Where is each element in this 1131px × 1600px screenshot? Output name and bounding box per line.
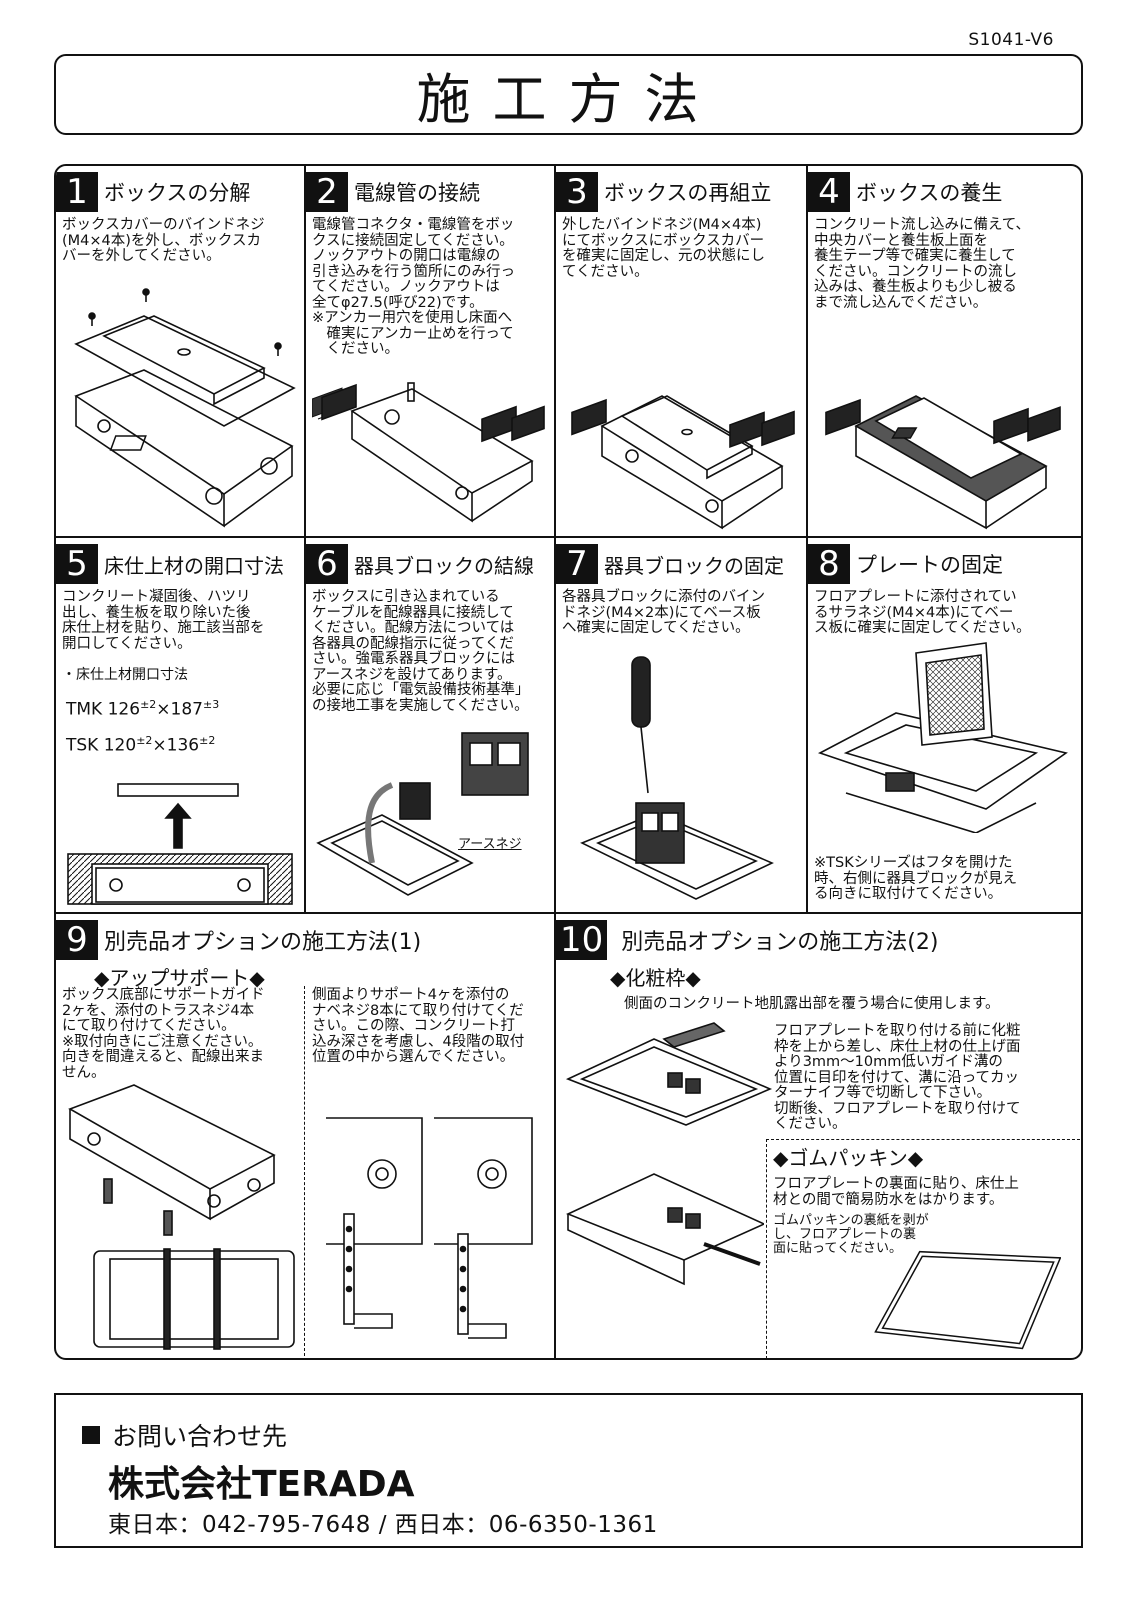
step-title: 器具ブロックの固定: [604, 553, 784, 578]
decorative-frame-illustration: [564, 1019, 774, 1129]
square-bullet-icon: [82, 1426, 100, 1444]
step-number: 9: [56, 920, 98, 960]
step-number: 4: [808, 172, 850, 212]
gasket-note: ゴムパッキンの裏紙を剥が し、フロアプレートの裏 面に貼ってください。: [773, 1213, 929, 1256]
step-text: フロアプレートに添付されてい るサラネジ(M4×4本)にてベー ス板に確実に固定…: [814, 589, 1031, 636]
tsk-note: ※TSKシリーズはフタを開けた 時、右側に器具ブロックが見え る向きに取付けてく…: [814, 855, 1017, 902]
step-number: 2: [306, 172, 348, 212]
step-number: 1: [56, 172, 98, 212]
up-support-text-left: ボックス底部にサポートガイド 2ヶを、添付のトラスネジ4本 にて取り付けてくださ…: [62, 987, 265, 1081]
floor-opening-illustration: [66, 778, 294, 908]
contact-box: お問い合わせ先 株式会社TERADA 東日本：042-795-7648 / 西日…: [54, 1393, 1083, 1548]
step-number: 5: [56, 544, 98, 584]
divider-dashed: [304, 986, 305, 1356]
step-title: 電線管の接続: [354, 181, 480, 205]
plate-fixing-illustration: [816, 633, 1078, 834]
support-guide-illustration: [64, 1079, 300, 1358]
page-title: 施工方法: [416, 68, 721, 131]
gasket-box: ◆ゴムパッキン◆ フロアプレートの裏面に貼り、床仕上 材との間で簡易防水をはかり…: [766, 1139, 1081, 1358]
step-title: プレートの固定: [856, 553, 1003, 577]
step-number: 7: [556, 544, 598, 584]
step-number: 10: [556, 920, 608, 960]
step-title: 器具ブロックの結線: [354, 553, 534, 578]
step-text: ボックスカバーのバインドネジ (M4×4本)を外し、ボックスカ バーを外してくだ…: [62, 217, 265, 264]
wiring-illustration: [312, 723, 550, 908]
box-curing-illustration: [816, 366, 1078, 531]
decorative-frame-intro: 側面のコンクリート地肌露出部を覆う場合に使用します。: [624, 996, 1000, 1012]
phone-numbers: 東日本：042-795-7648 / 西日本：06-6350-1361: [108, 1512, 658, 1538]
step-number: 8: [808, 544, 850, 584]
gasket-title: ◆ゴムパッキン◆: [773, 1146, 924, 1170]
step-text: コンクリート流し込みに備えて、 中央カバーと養生板上面を 養生テープ等で確実に養…: [814, 217, 1031, 311]
step-text: 各器具ブロックに添付のバイン ドネジ(M4×2本)にてベース板 へ確実に固定して…: [562, 589, 765, 636]
step-title: ボックスの分解: [104, 181, 251, 205]
step-title: 床仕上材の開口寸法: [104, 553, 284, 578]
up-support-subtitle: ◆アップサポート◆: [94, 966, 265, 990]
gasket-illustration: [871, 1250, 1062, 1350]
step-title: ボックスの再組立: [604, 181, 772, 205]
step-text: ボックスに引き込まれている ケーブルを配線器具に接続して ください。配線方法につ…: [312, 589, 530, 714]
support-mount-illustration: [322, 1114, 548, 1354]
up-support-text-right: 側面よりサポート4ヶを添付の ナベネジ8本にて取り付けてくだ さい。この際、コン…: [312, 987, 525, 1065]
document-id: S1041-V6: [968, 30, 1054, 50]
step-title: ボックスの養生: [856, 181, 1003, 205]
step-text: 外したバインドネジ(M4×4本) にてボックスにボックスカバー を確実に固定し、…: [562, 217, 765, 280]
decorative-frame-text: フロアプレートを取り付ける前に化粧 枠を上から差し、床仕上材の仕上げ面 より3m…: [774, 1023, 1021, 1132]
opening-size-tsk: TSK 120±2×136±2: [66, 733, 216, 756]
box-reassembly-illustration: [562, 366, 802, 531]
step-text: コンクリート凝固後、ハツリ 出し、養生板を取り除いた後 床仕上材を貼り、施工該当…: [62, 589, 265, 652]
step-10: 10 別売品オプションの施工方法(2) ◆化粧枠◆ 側面のコンクリート地肌露出部を…: [556, 914, 1081, 1358]
company-name: 株式会社TERADA: [108, 1464, 415, 1505]
box-disassembly-illustration: [64, 276, 296, 531]
conduit-connection-illustration: [311, 381, 550, 531]
title-box: 施工方法: [54, 54, 1083, 135]
decorative-frame-subtitle: ◆化粧枠◆: [610, 966, 701, 990]
step-title: 別売品オプションの施工方法(1): [104, 930, 422, 955]
step-text: 電線管コネクタ・電線管をボッ クスに接続固定してください。 ノックアウトの開口は…: [312, 217, 515, 357]
gasket-plate-illustration: [564, 1154, 766, 1354]
gasket-text: フロアプレートの裏面に貼り、床仕上 材との間で簡易防水をはかります。: [773, 1176, 1019, 1208]
fixing-illustration: [576, 653, 796, 908]
earth-screw-label: アースネジ: [458, 837, 522, 852]
step-title: 別売品オプションの施工方法(2): [621, 930, 939, 955]
contact-label: お問い合わせ先: [82, 1417, 287, 1453]
step-number: 6: [306, 544, 348, 584]
step-number: 3: [556, 172, 598, 212]
opening-size-tmk: TMK 126±2×187±3: [66, 698, 220, 720]
opening-size-label: ・床仕上材開口寸法: [62, 667, 188, 683]
